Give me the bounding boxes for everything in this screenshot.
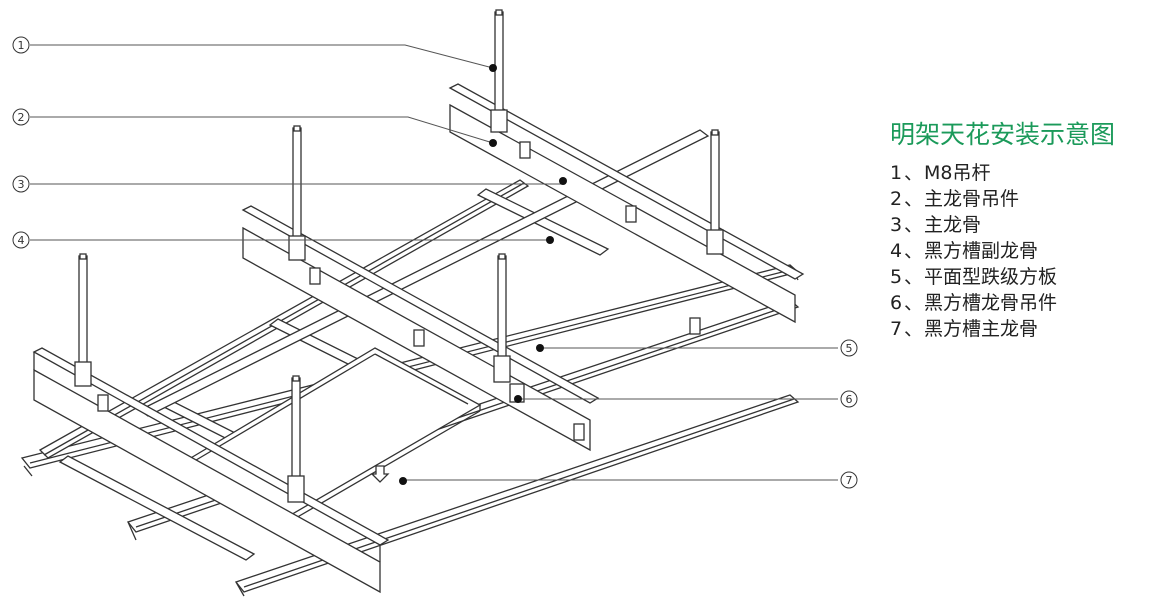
callout-marker-2: 2 bbox=[12, 108, 30, 126]
threaded-rod bbox=[706, 129, 724, 255]
runner-clip bbox=[97, 141, 701, 441]
legend-number: 5 bbox=[890, 266, 903, 288]
threaded-rod bbox=[288, 125, 306, 261]
callout-dot-2 bbox=[489, 139, 497, 147]
legend-list: 1、M8吊杆 2、主龙骨吊件 3、主龙骨 4、黑方槽副龙骨 5、平面型跌级方板 … bbox=[890, 160, 1145, 342]
legend-separator: 、 bbox=[904, 318, 924, 340]
callout-marker-5: 5 bbox=[840, 339, 858, 357]
callout-marker-3: 3 bbox=[12, 175, 30, 193]
legend-number: 6 bbox=[890, 292, 903, 314]
legend-number: 4 bbox=[890, 240, 903, 262]
legend-item: 3、主龙骨 bbox=[890, 212, 1145, 238]
legend-number: 1 bbox=[890, 162, 903, 184]
callout-dot-3 bbox=[559, 177, 567, 185]
ceiling-structure-drawing bbox=[20, 83, 805, 597]
callout-dot-6 bbox=[514, 395, 522, 403]
callout-number: 7 bbox=[846, 474, 853, 487]
threaded-rod bbox=[493, 253, 525, 403]
callout-dots bbox=[399, 64, 567, 485]
callout-leader-2 bbox=[30, 116, 494, 144]
legend-separator: 、 bbox=[904, 162, 924, 184]
callout-number: 5 bbox=[846, 342, 853, 355]
callout-markers: 1 2 3 4 5 6 7 bbox=[12, 36, 858, 489]
legend-item: 5、平面型跌级方板 bbox=[890, 264, 1145, 290]
legend-text: M8吊杆 bbox=[924, 162, 991, 184]
diagram-title: 明架天花安装示意图 bbox=[890, 120, 1116, 149]
callout-number: 2 bbox=[18, 111, 25, 124]
callout-number: 4 bbox=[18, 234, 25, 247]
hanger-assemblies bbox=[74, 9, 724, 503]
callout-number: 1 bbox=[18, 39, 25, 52]
callout-number: 6 bbox=[846, 393, 853, 406]
callout-marker-4: 4 bbox=[12, 231, 30, 249]
threaded-rod bbox=[287, 375, 305, 503]
callout-dot-7 bbox=[399, 477, 407, 485]
legend-item: 1、M8吊杆 bbox=[890, 160, 1145, 186]
legend-text: 黑方槽主龙骨 bbox=[924, 318, 1039, 340]
callout-dot-4 bbox=[546, 236, 554, 244]
cross-tee bbox=[58, 455, 256, 561]
callout-marker-1: 1 bbox=[12, 36, 30, 54]
legend-item: 4、黑方槽副龙骨 bbox=[890, 238, 1145, 264]
legend-number: 3 bbox=[890, 214, 903, 236]
legend-item: 7、黑方槽主龙骨 bbox=[890, 316, 1145, 342]
cross-tee bbox=[138, 129, 710, 417]
threaded-rod bbox=[490, 9, 508, 133]
legend-separator: 、 bbox=[904, 266, 924, 288]
legend-text: 主龙骨吊件 bbox=[924, 188, 1020, 210]
callout-marker-7: 7 bbox=[840, 471, 858, 489]
legend-item: 2、主龙骨吊件 bbox=[890, 186, 1145, 212]
legend: 明架天花安装示意图 1、M8吊杆 2、主龙骨吊件 3、主龙骨 4、黑方槽副龙骨 … bbox=[890, 118, 1145, 342]
legend-separator: 、 bbox=[904, 240, 924, 262]
callout-number: 3 bbox=[18, 178, 25, 191]
legend-text: 主龙骨 bbox=[924, 214, 982, 236]
threaded-rod bbox=[74, 253, 92, 387]
legend-text: 黑方槽副龙骨 bbox=[924, 240, 1039, 262]
legend-separator: 、 bbox=[904, 188, 924, 210]
callout-leader-1 bbox=[30, 44, 494, 69]
legend-separator: 、 bbox=[904, 292, 924, 314]
callout-lines bbox=[30, 44, 838, 481]
legend-separator: 、 bbox=[904, 214, 924, 236]
callout-marker-6: 6 bbox=[840, 390, 858, 408]
legend-text: 平面型跌级方板 bbox=[924, 266, 1058, 288]
legend-number: 7 bbox=[890, 318, 903, 340]
legend-number: 2 bbox=[890, 188, 903, 210]
down-arrow-icon bbox=[370, 465, 390, 483]
callout-dot-1 bbox=[489, 64, 497, 72]
legend-text: 黑方槽龙骨吊件 bbox=[924, 292, 1058, 314]
legend-item: 6、黑方槽龙骨吊件 bbox=[890, 290, 1145, 316]
callout-dot-5 bbox=[536, 344, 544, 352]
